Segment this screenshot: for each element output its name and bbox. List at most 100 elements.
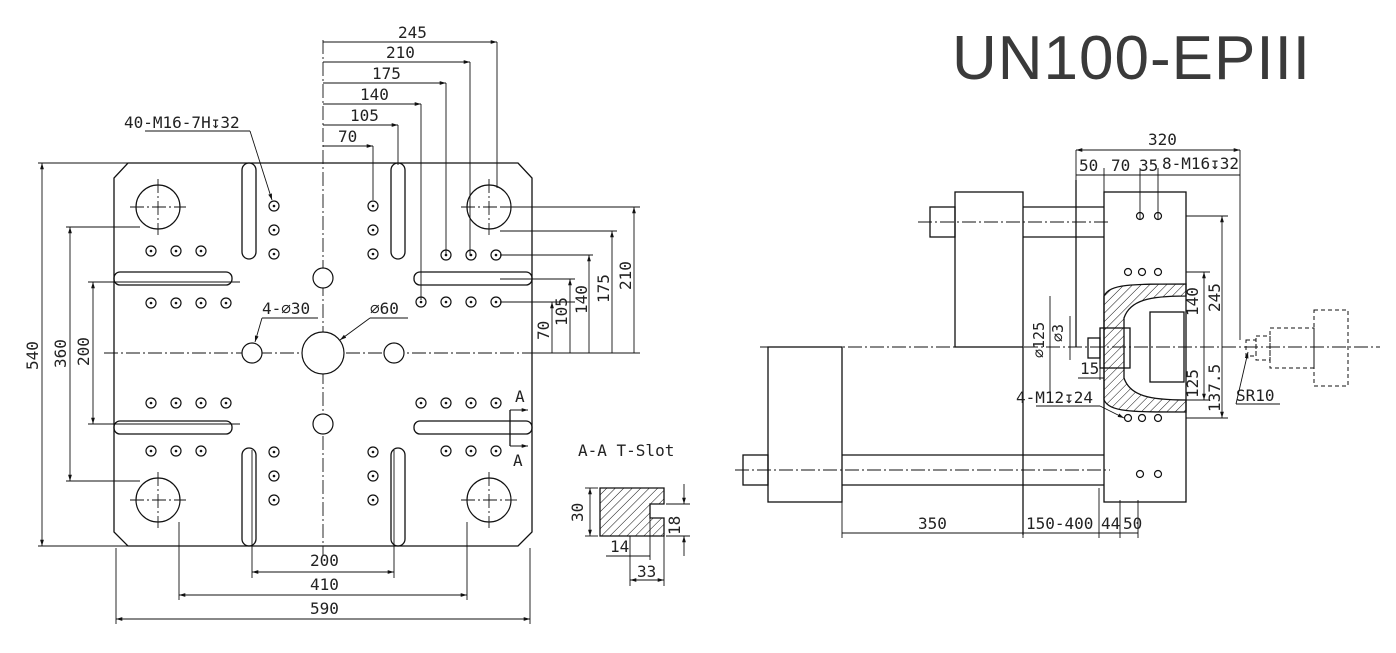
dim-right-175: 175 bbox=[594, 274, 613, 303]
threaded-hole-center bbox=[174, 401, 178, 405]
threaded-hole-center bbox=[444, 300, 448, 304]
side-threaded-hole bbox=[1137, 413, 1147, 423]
threaded-holes bbox=[145, 200, 502, 506]
sr-callout: SR10 bbox=[1236, 386, 1275, 405]
threaded-hole-center bbox=[419, 300, 423, 304]
side-dim-125: 125 bbox=[1183, 369, 1202, 398]
model-title: UN100-EPIII bbox=[952, 24, 1312, 93]
front-top-dimensions: 245 210 175 140 105 70 bbox=[323, 23, 498, 300]
dim-bottom-590: 590 bbox=[310, 599, 339, 618]
dim-left-360: 360 bbox=[51, 339, 70, 368]
hole-callout: 4-⌀30 bbox=[262, 299, 310, 318]
side-thread-callout: 8-M16↧32 bbox=[1162, 154, 1239, 173]
front-left-dimensions: 540 360 200 bbox=[23, 162, 240, 547]
threaded-hole-center bbox=[371, 498, 375, 502]
medium-holes bbox=[241, 267, 405, 435]
side-dim-50: 50 bbox=[1079, 156, 1098, 175]
side-bottom-dimensions: 350 150-400 44 50 bbox=[841, 488, 1142, 538]
threaded-hole-center bbox=[149, 249, 153, 253]
corner-holes bbox=[130, 179, 517, 528]
section-mark-bottom: A bbox=[513, 451, 523, 470]
section-marks: A A bbox=[509, 387, 528, 470]
dim-top-105: 105 bbox=[350, 106, 379, 125]
side-dim-245: 245 bbox=[1205, 283, 1224, 312]
side-dim-320: 320 bbox=[1148, 130, 1177, 149]
front-bottom-dimensions: 200 410 590 bbox=[115, 450, 531, 624]
threaded-hole-center bbox=[272, 498, 276, 502]
side-threaded-hole bbox=[1153, 469, 1163, 479]
dim-top-140: 140 bbox=[360, 85, 389, 104]
side-threaded-hole bbox=[1153, 413, 1163, 423]
threaded-hole-center bbox=[272, 204, 276, 208]
tslot-dim-30: 30 bbox=[568, 503, 587, 522]
dim-left-540: 540 bbox=[23, 341, 42, 370]
side-threaded-hole bbox=[1153, 267, 1163, 277]
threaded-hole-center bbox=[272, 474, 276, 478]
side-dim-70: 70 bbox=[1111, 156, 1130, 175]
side-view bbox=[735, 180, 1380, 535]
dim-top-210: 210 bbox=[386, 43, 415, 62]
dim-bottom-410: 410 bbox=[310, 575, 339, 594]
side-dim-44: 44 bbox=[1101, 514, 1120, 533]
side-dim-d125: ⌀125 bbox=[1030, 322, 1048, 358]
threaded-hole-center bbox=[371, 228, 375, 232]
dim-right-140: 140 bbox=[572, 285, 591, 314]
side-dim-140: 140 bbox=[1183, 287, 1202, 316]
side-threaded-hole bbox=[1137, 267, 1147, 277]
center-hole-callout: ⌀60 bbox=[370, 299, 399, 318]
dim-right-210: 210 bbox=[616, 261, 635, 290]
dim-right-70: 70 bbox=[534, 321, 553, 340]
side-dim-137-5: 137.5 bbox=[1205, 364, 1224, 412]
threaded-hole-center bbox=[444, 449, 448, 453]
dim-top-175: 175 bbox=[372, 64, 401, 83]
threaded-hole-center bbox=[272, 252, 276, 256]
dim-right-105: 105 bbox=[552, 297, 571, 326]
tslot-dim-18: 18 bbox=[665, 516, 684, 535]
side-dim-150-400: 150-400 bbox=[1026, 514, 1093, 533]
side-bottom-callout: 4-M12↧24 bbox=[1016, 388, 1093, 407]
dim-left-200: 200 bbox=[74, 337, 93, 366]
side-top-dimensions: 320 50 70 35 8-M16↧32 bbox=[1075, 130, 1241, 340]
dim-bottom-200: 200 bbox=[310, 551, 339, 570]
side-dim-350: 350 bbox=[918, 514, 947, 533]
side-threaded-hole bbox=[1123, 413, 1133, 423]
threaded-hole-center bbox=[272, 228, 276, 232]
platen-front-view bbox=[104, 40, 540, 556]
threaded-hole-center bbox=[494, 401, 498, 405]
side-dim-50b: 50 bbox=[1123, 514, 1142, 533]
threaded-hole-center bbox=[149, 301, 153, 305]
threaded-hole-center bbox=[174, 301, 178, 305]
threaded-hole-center bbox=[199, 249, 203, 253]
platen-outline bbox=[113, 162, 533, 547]
tslot-section: A-A T-Slot 30 18 14 33 bbox=[568, 441, 690, 586]
side-dim-15: 15 bbox=[1080, 359, 1099, 378]
dim-top-70: 70 bbox=[338, 127, 357, 146]
threaded-hole-center bbox=[371, 474, 375, 478]
threaded-hole-center bbox=[371, 450, 375, 454]
threaded-hole-center bbox=[272, 450, 276, 454]
threaded-hole-center bbox=[149, 449, 153, 453]
threaded-hole-center bbox=[494, 300, 498, 304]
threaded-hole-center bbox=[494, 449, 498, 453]
threaded-hole-center bbox=[494, 253, 498, 257]
threaded-hole-center bbox=[469, 300, 473, 304]
side-threaded-hole bbox=[1135, 469, 1145, 479]
tslot-title: A-A T-Slot bbox=[578, 441, 674, 460]
threaded-hole-center bbox=[419, 401, 423, 405]
threaded-hole-center bbox=[149, 401, 153, 405]
side-threaded-hole bbox=[1123, 267, 1133, 277]
threaded-hole-center bbox=[199, 301, 203, 305]
threaded-hole-center bbox=[199, 449, 203, 453]
threaded-hole-center bbox=[224, 401, 228, 405]
t-slots bbox=[113, 162, 533, 547]
threaded-hole-center bbox=[199, 401, 203, 405]
threaded-hole-center bbox=[174, 249, 178, 253]
tslot-dim-33: 33 bbox=[637, 562, 656, 581]
thread-callout: 40-M16-7H↧32 bbox=[124, 113, 240, 132]
threaded-hole-center bbox=[444, 401, 448, 405]
threaded-hole-center bbox=[371, 204, 375, 208]
threaded-hole-center bbox=[174, 449, 178, 453]
threaded-hole-center bbox=[224, 301, 228, 305]
dim-top-245: 245 bbox=[398, 23, 427, 42]
